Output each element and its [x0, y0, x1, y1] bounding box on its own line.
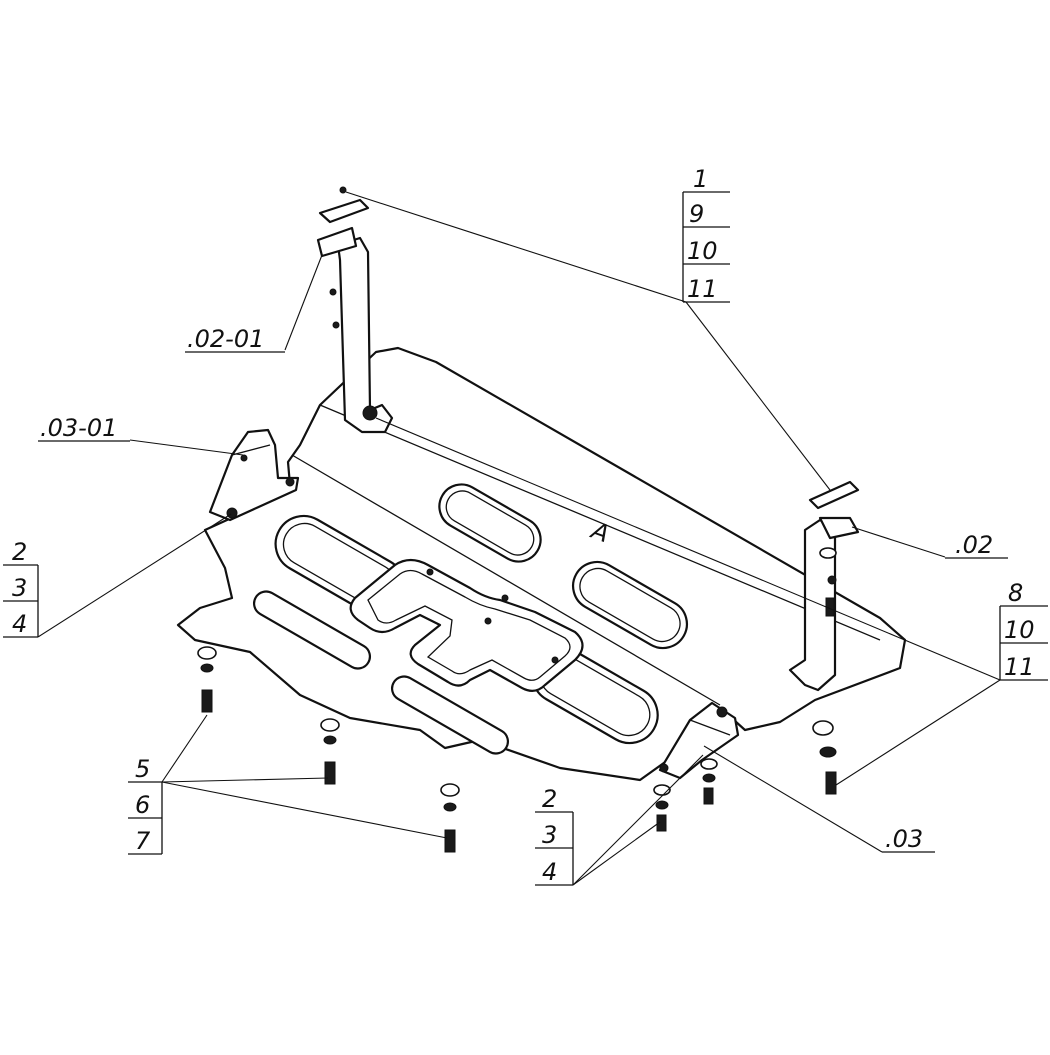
callout-frames [3, 191, 1048, 886]
skid-plate-outline [176, 346, 907, 782]
slot-6 [391, 675, 509, 755]
callout-part-03-01: .03-01 [40, 414, 117, 442]
callout-part-02-01: .02-01 [187, 325, 264, 353]
fastener-set-e [700, 758, 718, 805]
bracket-02 [788, 480, 860, 692]
bracket-03-01 [208, 428, 300, 522]
bracket-02-01 [316, 186, 394, 434]
callout-label: 11 [1004, 653, 1035, 681]
callout-label: 3 [542, 821, 557, 849]
callout-top-right-stack: 1 9 10 11 [687, 165, 718, 303]
leader-lines [37, 191, 1001, 886]
callout-left-stack: 2 3 4 [12, 538, 27, 638]
fold-line [291, 454, 721, 706]
callout-bottom-center-stack: 2 3 4 [542, 785, 557, 886]
callout-label: 8 [1008, 579, 1023, 607]
fastener-set-b [320, 718, 340, 785]
callout-label: 11 [687, 275, 718, 303]
slot-1 [438, 483, 542, 563]
fastener-set-f [812, 720, 837, 795]
callout-part-03: .03 [885, 825, 923, 853]
callout-label: 2 [12, 538, 27, 566]
callout-label: 4 [542, 858, 557, 886]
callout-label: 10 [687, 237, 718, 265]
callout-bottom-left-stack: 5 6 7 [135, 755, 151, 855]
skid-plate: A [176, 346, 907, 782]
callout-label: 4 [12, 610, 27, 638]
callout-right-stack: 8 10 11 [1004, 579, 1035, 681]
callout-label: 3 [12, 574, 27, 602]
callout-label: 10 [1004, 616, 1035, 644]
fastener-set-a [197, 646, 217, 713]
fastener-set-c [440, 783, 460, 853]
rear-flange-line [319, 404, 881, 641]
callout-label: 2 [542, 785, 557, 813]
callout-label: 1 [693, 165, 708, 193]
slot-3 [571, 560, 689, 650]
slot-5 [253, 590, 371, 670]
callout-part-02: .02 [955, 531, 993, 559]
callout-label: 6 [135, 791, 150, 819]
callout-label: 9 [689, 200, 704, 228]
callout-label: 5 [135, 755, 150, 783]
callout-label: 7 [135, 827, 151, 855]
center-cutout [349, 558, 584, 692]
